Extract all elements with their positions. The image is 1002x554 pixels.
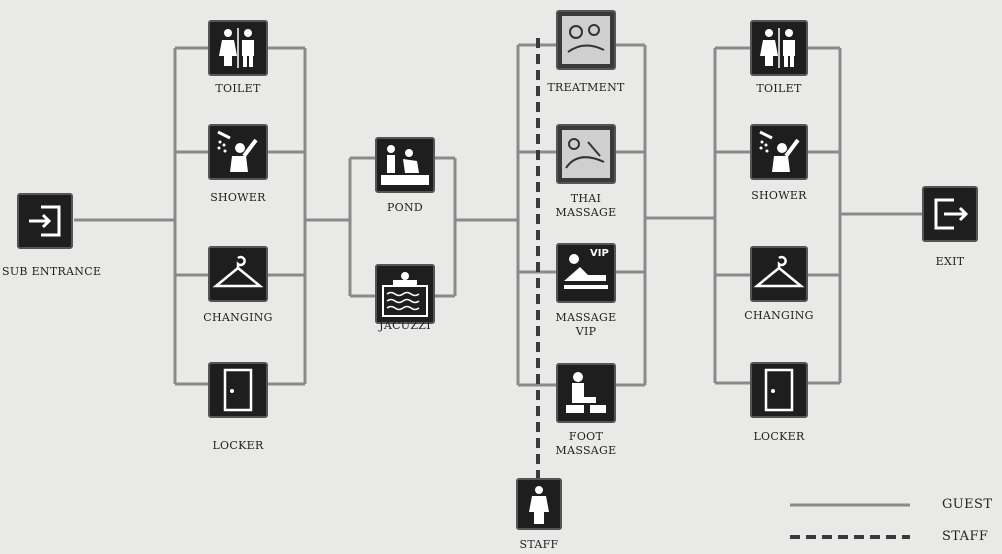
changing-node-1[interactable] [208, 246, 268, 302]
changing-label-1: CHANGING [203, 311, 273, 324]
legend-guest-label: GUEST [942, 497, 993, 512]
staff-label: STAFF [519, 538, 559, 551]
locker-label-1: LOCKER [212, 439, 264, 452]
jacuzzi-label: JACUZZI [379, 319, 431, 332]
entrance-icon [29, 205, 61, 237]
locker-label-2: LOCKER [753, 430, 805, 443]
door-icon [223, 368, 253, 412]
sub-entrance-label: SUB ENTRANCE [2, 265, 102, 278]
massage-vip-label-line2: VIP [575, 325, 597, 338]
shower-node-2[interactable] [750, 124, 808, 180]
massage-icon [562, 130, 610, 178]
locker-node-2[interactable] [750, 362, 808, 418]
vip-massage-icon [564, 254, 608, 289]
massage-vip-label-line1: MASSAGE [555, 311, 617, 324]
exit-icon [934, 198, 969, 230]
door-icon [764, 368, 794, 412]
toilet-label-1: TOILET [215, 82, 261, 95]
thai-massage-node[interactable] [556, 124, 616, 184]
shower-label-2: SHOWER [751, 189, 807, 202]
changing-label-2: CHANGING [744, 309, 814, 322]
treatment-node[interactable] [556, 10, 616, 70]
pond-label: POND [386, 201, 424, 214]
changing-node-2[interactable] [750, 246, 808, 302]
hanger-icon [753, 255, 805, 288]
sub-entrance-node[interactable] [17, 193, 73, 249]
thai-massage-label-line2: MASSAGE [555, 206, 617, 219]
exit-node[interactable] [922, 186, 978, 242]
jacuzzi-node[interactable] [375, 264, 435, 324]
toilet-icon [760, 28, 795, 68]
foot-massage-icon [566, 372, 606, 413]
jacuzzi-icon [382, 272, 428, 317]
toilet-label-2: TOILET [756, 82, 802, 95]
shower-icon [759, 130, 800, 172]
legend-staff-label: STAFF [942, 529, 989, 544]
massage-vip-node[interactable]: VIP [556, 243, 616, 303]
foot-massage-node[interactable] [556, 363, 616, 423]
foot-massage-label-line2: MASSAGE [555, 444, 617, 457]
toilet-icon [219, 28, 254, 68]
staff-icon [529, 486, 549, 524]
shower-label-1: SHOWER [210, 191, 266, 204]
treatment-label: TREATMENT [547, 81, 625, 94]
staff-route [536, 38, 910, 539]
thai-massage-label-line1: THAI [570, 192, 602, 205]
toilet-node-2[interactable] [750, 20, 808, 76]
pond-node[interactable] [375, 137, 435, 193]
hanger-icon [212, 255, 264, 288]
staff-node[interactable] [516, 478, 562, 530]
vip-badge: VIP [590, 248, 609, 259]
pond-icon [381, 145, 429, 185]
treatment-icon [562, 16, 610, 64]
exit-label: EXIT [935, 255, 965, 268]
toilet-node-1[interactable] [208, 20, 268, 76]
locker-node-1[interactable] [208, 362, 268, 418]
foot-massage-label-line1: FOOT [568, 430, 604, 443]
shower-node-1[interactable] [208, 124, 268, 180]
shower-icon [217, 130, 258, 172]
